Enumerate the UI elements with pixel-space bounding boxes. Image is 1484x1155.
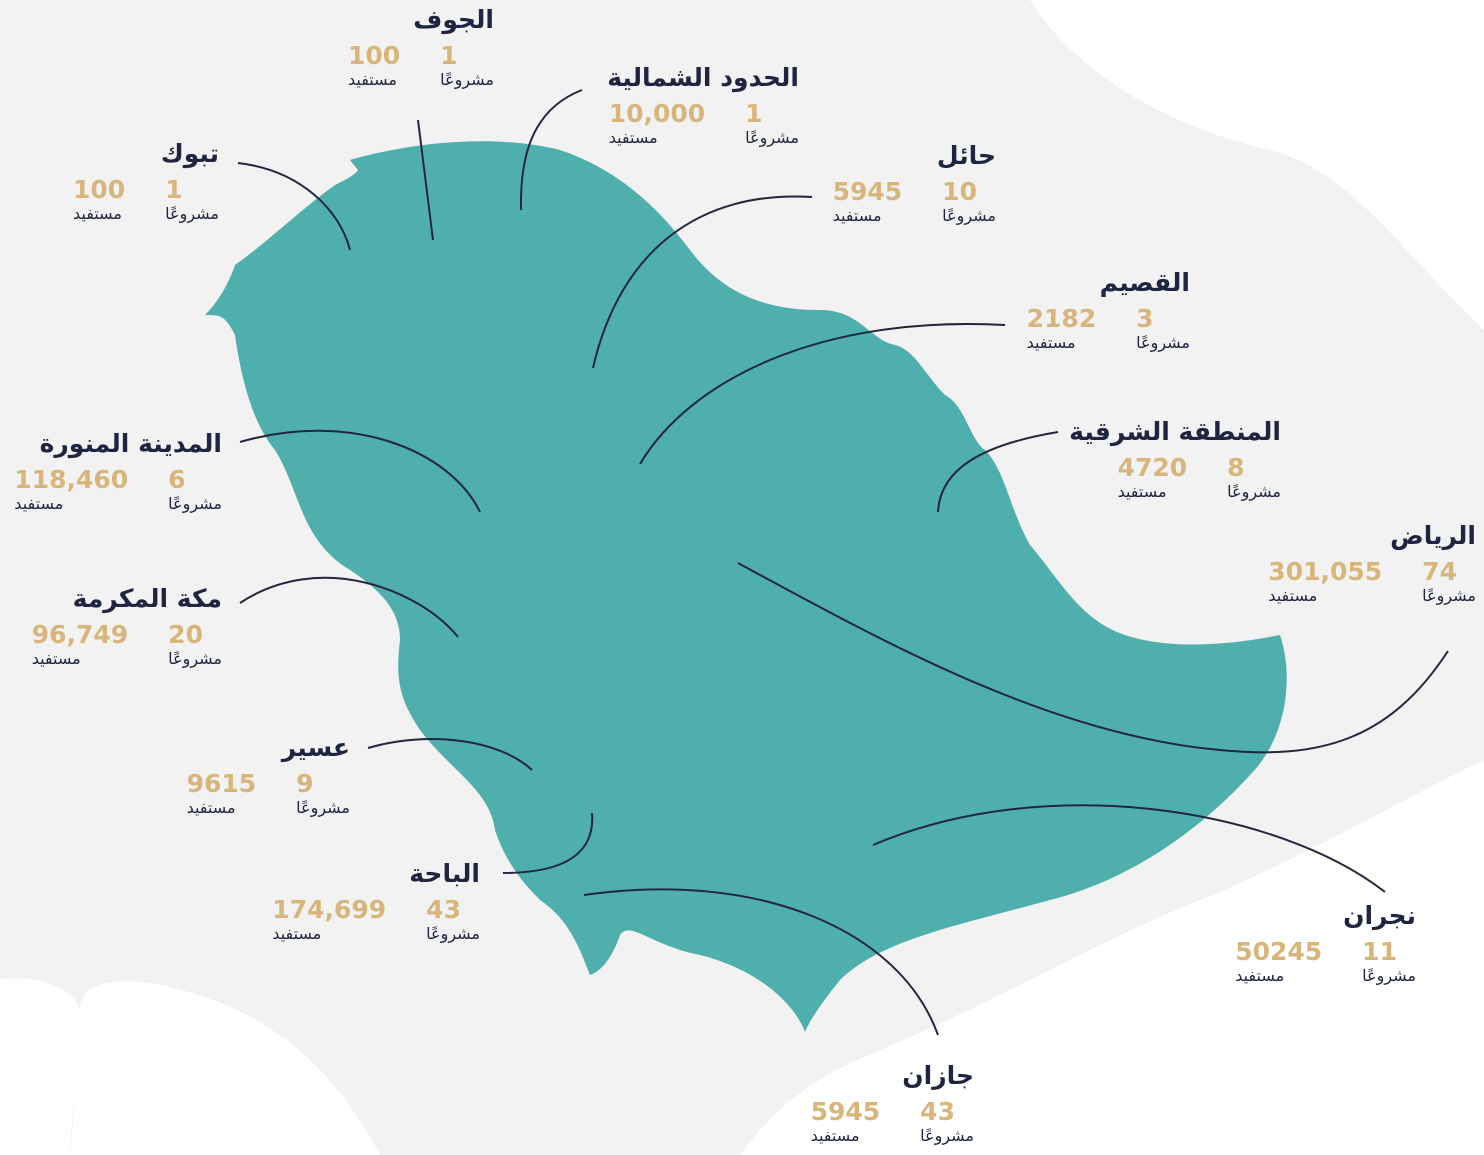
leader-line-eastern [937, 431, 1059, 513]
region-name: نجران [1343, 901, 1416, 930]
region-name: حائل [936, 141, 996, 170]
leader-line-makkah [239, 576, 459, 638]
leader-line-albaha [502, 812, 594, 874]
beneficiaries-label: مستفيد [186, 798, 236, 817]
beneficiaries-count: 174,699 [272, 895, 387, 924]
beneficiaries-label: مستفيد [72, 204, 122, 223]
beneficiaries-label: مستفيد [31, 649, 81, 668]
beneficiaries-count: 100 [347, 41, 401, 70]
beneficiaries-label: مستفيد [608, 128, 658, 147]
beneficiaries-label: مستفيد [1268, 586, 1318, 605]
leader-line-najran [872, 804, 1386, 893]
projects-count: 11 [1362, 937, 1397, 966]
background-land-corner [70, 981, 380, 1155]
leader-line-tabuk [237, 162, 351, 251]
beneficiaries-count: 9615 [186, 769, 257, 798]
leader-line-jazan [583, 888, 939, 1036]
beneficiaries-label: مستفيد [832, 206, 882, 225]
projects-label: مشروعًا [745, 128, 799, 147]
beneficiaries-label: مستفيد [1235, 966, 1285, 985]
projects-label: مشروعًا [296, 798, 350, 817]
region-name: تبوك [160, 139, 219, 168]
projects-count: 43 [920, 1097, 955, 1126]
beneficiaries-label: مستفيد [810, 1126, 860, 1145]
projects-label: مشروعًا [165, 204, 219, 223]
projects-label: مشروعًا [168, 649, 222, 668]
leader-line-qassim [639, 323, 1006, 465]
projects-label: مشروعًا [1422, 586, 1476, 605]
projects-count: 74 [1422, 557, 1457, 586]
projects-count: 1 [440, 41, 458, 70]
projects-label: مشروعًا [1227, 482, 1281, 501]
beneficiaries-label: مستفيد [1026, 333, 1076, 352]
projects-count: 3 [1136, 304, 1154, 333]
projects-count: 43 [426, 895, 461, 924]
beneficiaries-label: مستفيد [272, 924, 322, 943]
projects-label: مشروعًا [1136, 333, 1190, 352]
projects-count: 6 [168, 465, 186, 494]
leader-line-hail [592, 195, 813, 369]
region-name: المدينة المنورة [39, 429, 222, 458]
leader-line-asir [367, 738, 533, 771]
beneficiaries-label: مستفيد [14, 494, 64, 513]
leader-line-madinah [239, 429, 481, 513]
region-name: عسير [281, 733, 350, 762]
region-name: القصيم [1099, 268, 1190, 297]
beneficiaries-count: 100 [72, 175, 126, 204]
beneficiaries-count: 50245 [1235, 937, 1323, 966]
beneficiaries-count: 5945 [810, 1097, 881, 1126]
beneficiaries-count: 4720 [1117, 453, 1188, 482]
beneficiaries-count: 2182 [1026, 304, 1097, 333]
projects-count: 1 [165, 175, 183, 204]
projects-label: مشروعًا [168, 494, 222, 513]
region-name: مكة المكرمة [72, 584, 222, 613]
projects-label: مشروعًا [1362, 966, 1416, 985]
region-name: الباحة [409, 859, 480, 888]
projects-count: 1 [745, 99, 763, 128]
region-name: المنطقة الشرقية [1069, 417, 1281, 446]
beneficiaries-label: مستفيد [1117, 482, 1167, 501]
region-name: جازان [902, 1061, 974, 1090]
projects-count: 20 [168, 620, 203, 649]
projects-label: مشروعًا [440, 70, 494, 89]
projects-count: 9 [296, 769, 314, 798]
leader-line-aljouf [417, 119, 434, 241]
projects-count: 10 [942, 177, 977, 206]
region-name: الحدود الشمالية [607, 63, 799, 92]
beneficiaries-count: 118,460 [14, 465, 129, 494]
leader-line-northern-borders [519, 89, 583, 211]
beneficiaries-count: 96,749 [31, 620, 129, 649]
beneficiaries-count: 10,000 [608, 99, 706, 128]
beneficiaries-label: مستفيد [347, 70, 397, 89]
region-name: الرياض [1390, 521, 1476, 550]
projects-label: مشروعًا [426, 924, 480, 943]
beneficiaries-count: 301,055 [1268, 557, 1383, 586]
projects-label: مشروعًا [920, 1126, 974, 1145]
projects-label: مشروعًا [942, 206, 996, 225]
region-name: الجوف [413, 5, 494, 34]
projects-count: 8 [1227, 453, 1245, 482]
beneficiaries-count: 5945 [832, 177, 903, 206]
leader-line-riyadh [737, 562, 1449, 754]
